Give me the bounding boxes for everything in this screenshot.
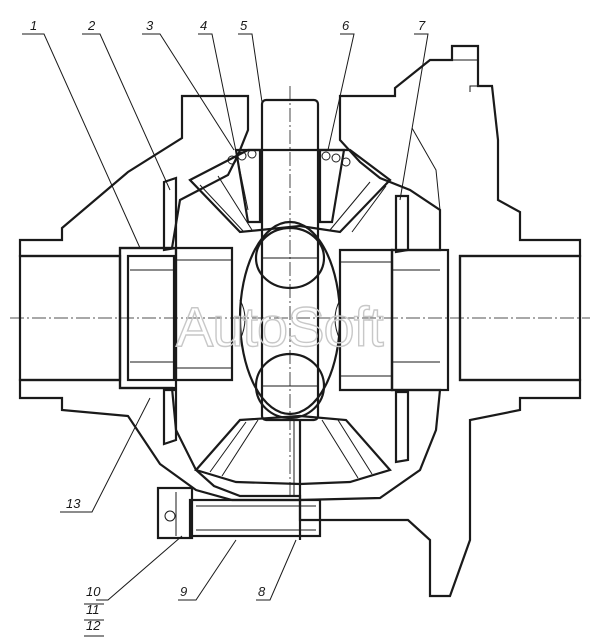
callout-7: 7 [418, 18, 426, 33]
callout-5: 5 [240, 18, 248, 33]
callout-2: 2 [87, 18, 96, 33]
upper-pinion-gear [188, 148, 392, 234]
callout-13: 13 [66, 496, 81, 511]
watermark: AutoSoft [176, 295, 384, 358]
callout-4: 4 [200, 18, 207, 33]
callout-6: 6 [342, 18, 350, 33]
right-side-gear [338, 248, 394, 392]
upper-thrust-washers [162, 148, 410, 254]
leader-lines [22, 33, 429, 601]
right-side-gear-hub [390, 248, 450, 392]
housing-bolt [156, 486, 322, 540]
callout-10: 10 [86, 584, 101, 599]
callout-12: 12 [86, 618, 101, 633]
callout-11: 11 [86, 602, 100, 617]
lower-thrust-washers [162, 388, 410, 464]
callout-8: 8 [258, 584, 266, 599]
left-side-gear [174, 246, 234, 382]
callout-1: 1 [30, 18, 37, 33]
callout-3: 3 [146, 18, 154, 33]
lower-pinion-gear [194, 414, 392, 486]
callout-9: 9 [180, 584, 187, 599]
